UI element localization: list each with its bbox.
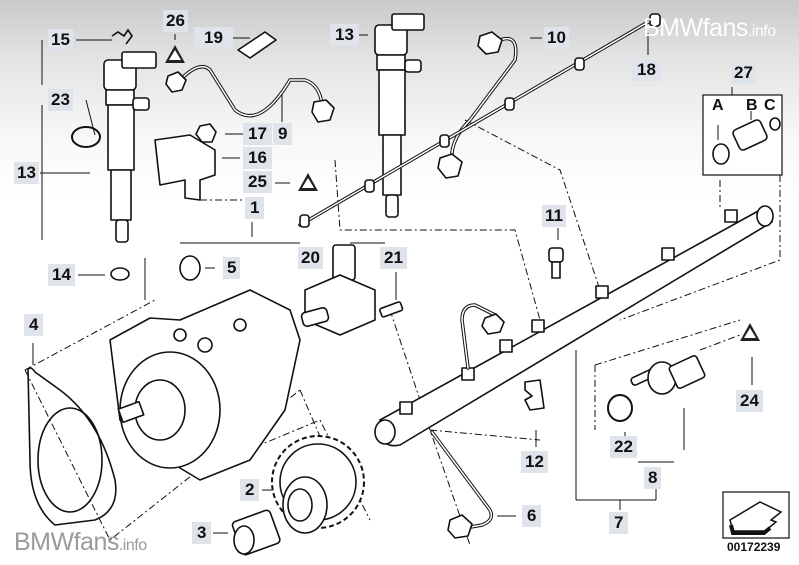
grommet bbox=[179, 255, 201, 281]
callout-22[interactable]: 22 bbox=[610, 436, 637, 458]
injector-left bbox=[103, 51, 157, 243]
callout-13-left[interactable]: 13 bbox=[14, 162, 39, 184]
injection-lines bbox=[165, 31, 518, 179]
clip bbox=[524, 379, 545, 411]
watermark-top: BMWfans.info bbox=[643, 14, 776, 43]
callout-17[interactable]: 17 bbox=[243, 123, 272, 145]
kit-letter-b: B bbox=[746, 97, 758, 114]
clamp-bracket bbox=[154, 134, 216, 201]
watermark-top-suffix: .info bbox=[747, 23, 776, 40]
callout-10[interactable]: 10 bbox=[544, 27, 569, 49]
fuel-rail bbox=[374, 205, 774, 447]
callout-26[interactable]: 26 bbox=[163, 10, 188, 32]
retainer bbox=[237, 31, 277, 59]
kit-letter-c: C bbox=[764, 97, 776, 114]
callout-11[interactable]: 11 bbox=[542, 205, 566, 227]
callout-4[interactable]: 4 bbox=[24, 314, 44, 336]
callout-3[interactable]: 3 bbox=[192, 522, 212, 544]
callout-6[interactable]: 6 bbox=[522, 505, 542, 527]
callout-14[interactable]: 14 bbox=[48, 264, 75, 286]
callout-2[interactable]: 2 bbox=[240, 479, 260, 501]
watermark-bottom-main: BMWfans bbox=[14, 528, 119, 556]
o-ring bbox=[71, 126, 101, 148]
watermark-bottom: BMWfans.info bbox=[14, 528, 147, 557]
gasket bbox=[27, 367, 117, 526]
catalog-number: 00172239 bbox=[727, 540, 781, 554]
callout-8[interactable]: 8 bbox=[644, 467, 662, 489]
watermark-top-main: BMWfans bbox=[643, 14, 748, 42]
clip bbox=[111, 28, 133, 45]
return-line bbox=[298, 13, 661, 228]
pressure-valve bbox=[300, 244, 376, 336]
seal-washer bbox=[110, 267, 130, 281]
callout-16[interactable]: 16 bbox=[243, 147, 272, 169]
repair-kit-box bbox=[702, 94, 783, 176]
nut bbox=[195, 123, 217, 143]
callout-12[interactable]: 12 bbox=[521, 451, 548, 473]
callout-1[interactable]: 1 bbox=[245, 197, 265, 219]
warning-triangle-icon bbox=[165, 45, 760, 341]
callout-7[interactable]: 7 bbox=[609, 512, 629, 534]
bolt bbox=[379, 301, 404, 318]
callout-19[interactable]: 19 bbox=[194, 27, 233, 49]
watermark-bottom-suffix: .info bbox=[118, 537, 147, 554]
callout-20[interactable]: 20 bbox=[298, 247, 323, 269]
callout-21[interactable]: 21 bbox=[380, 247, 407, 269]
assembly-lines bbox=[24, 119, 781, 546]
arrow-icon bbox=[722, 491, 790, 539]
injector-right bbox=[374, 13, 425, 218]
callout-5[interactable]: 5 bbox=[223, 257, 241, 279]
callout-23[interactable]: 23 bbox=[48, 89, 73, 111]
nut bbox=[231, 509, 281, 556]
sprocket bbox=[271, 435, 365, 534]
fuel-line bbox=[430, 430, 494, 539]
high-pressure-pump bbox=[109, 289, 301, 481]
callout-24[interactable]: 24 bbox=[736, 390, 763, 412]
leader-lines bbox=[32, 33, 753, 534]
callout-15[interactable]: 15 bbox=[48, 29, 73, 51]
bolt bbox=[548, 247, 564, 279]
o-ring bbox=[607, 394, 633, 422]
callout-18[interactable]: 18 bbox=[632, 59, 661, 81]
callout-13-right[interactable]: 13 bbox=[330, 24, 359, 46]
kit-letter-a: A bbox=[712, 97, 724, 114]
callout-25[interactable]: 25 bbox=[243, 171, 272, 193]
pressure-sensor bbox=[630, 354, 706, 395]
callout-27[interactable]: 27 bbox=[731, 62, 756, 84]
callout-9[interactable]: 9 bbox=[273, 123, 293, 145]
